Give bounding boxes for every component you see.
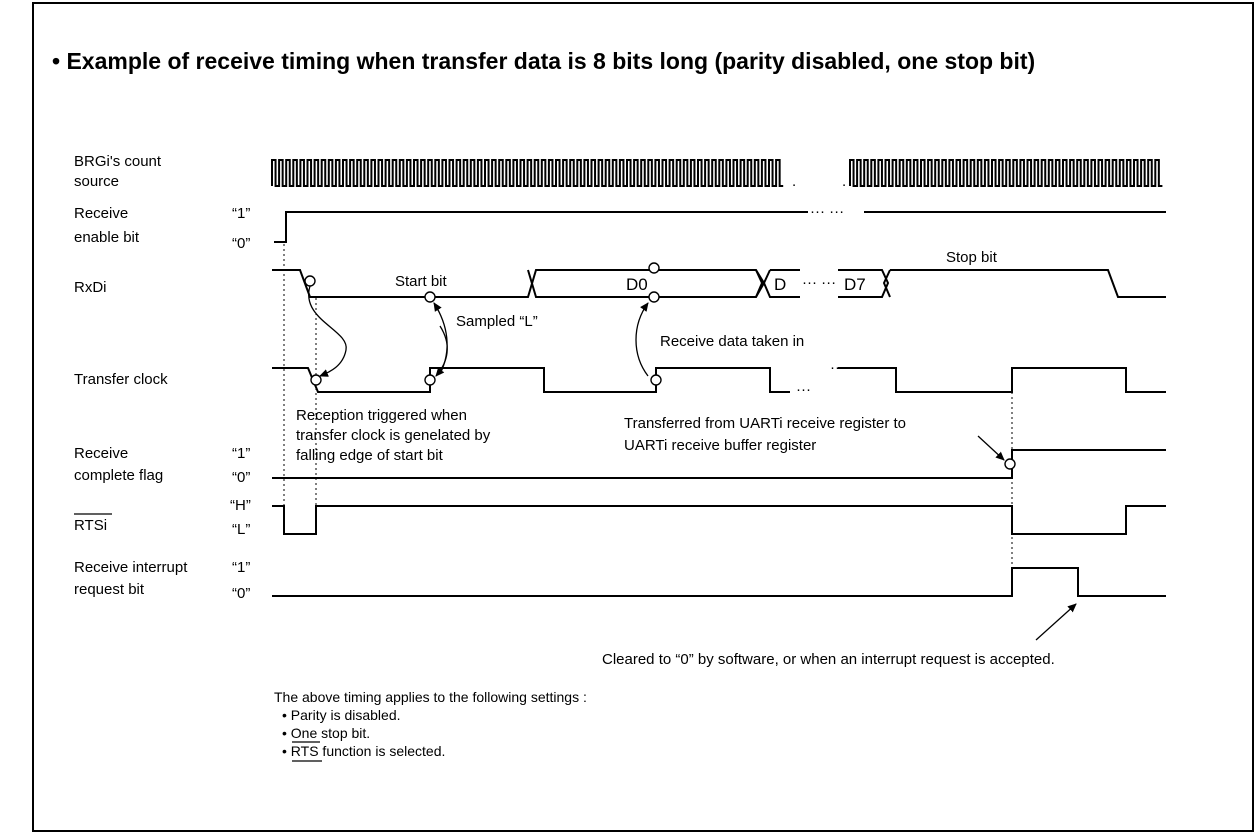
brg-label-line1: BRGi's count: [74, 153, 162, 170]
rts-level-l: “L”: [232, 521, 250, 538]
timing-diagram: BRGi's count source Receive enable bit R…: [74, 153, 1166, 762]
rts-waveform: [272, 505, 1166, 535]
sampled-l-arrow-down: [435, 325, 448, 377]
settings-item-rts: • RTS function is selected.: [282, 743, 445, 759]
rcf-level-1: “1”: [232, 445, 250, 462]
trigger-arrow: [308, 285, 347, 377]
transfer-clock-waveform: [272, 367, 1166, 393]
re-break-dots: ··· ···: [810, 203, 844, 220]
d0-label: D0: [626, 275, 648, 294]
brg-wave-segment-1: [271, 159, 784, 187]
interrupt-request-label-line1: Receive interrupt: [74, 559, 188, 576]
sampled-l-annotation: Sampled “L”: [456, 313, 538, 330]
brg-break-dots-right: .: [842, 173, 846, 190]
data-taken-arrow: [635, 302, 649, 377]
brg-label-line2: source: [74, 173, 119, 190]
settings-header: The above timing applies to the followin…: [274, 689, 587, 705]
transferred-arrow: [977, 435, 1005, 461]
sample-circle-rxd-start: [304, 275, 316, 287]
interrupt-request-label-line2: request bit: [74, 581, 145, 598]
sample-circle-d0-top: [648, 262, 660, 274]
brg-break-dots-left: .: [792, 173, 796, 190]
re-level-0: “0”: [232, 235, 250, 252]
transferred-line2: UARTi receive buffer register: [624, 437, 816, 454]
receive-enable-waveform: [274, 211, 1166, 243]
reception-triggered-line3: falling edge of start bit: [296, 447, 444, 464]
tclk-break-dots-2: ···: [830, 359, 845, 376]
diagram-title: • Example of receive timing when transfe…: [52, 48, 1036, 74]
cleared-arrow: [1035, 603, 1077, 641]
stop-bit-label: Stop bit: [946, 249, 998, 266]
sample-circle-clk-l: [424, 374, 436, 386]
transfer-clock-label: Transfer clock: [74, 371, 168, 388]
rts-label: RTSi: [74, 517, 107, 534]
reception-triggered-line1: Reception triggered when: [296, 407, 467, 424]
rxdi-d1-cell: [755, 269, 800, 298]
rir-level-1: “1”: [232, 559, 250, 576]
interrupt-request-waveform: [272, 567, 1166, 597]
rxdi-waveform: [272, 269, 764, 298]
tclk-break-dots: ···: [796, 381, 811, 398]
sample-circle-clk-d0: [650, 374, 662, 386]
sample-circle-rxd-l: [424, 291, 436, 303]
rir-level-0: “0”: [232, 585, 250, 602]
d1-label: D: [774, 275, 786, 294]
d7-label: D7: [844, 275, 866, 294]
sample-circle-flag: [1004, 458, 1016, 470]
transferred-line1: Transferred from UARTi receive register …: [624, 415, 906, 432]
rts-level-h: “H”: [230, 497, 251, 514]
brg-wave-segment-2: [849, 159, 1163, 187]
re-level-1: “1”: [232, 205, 250, 222]
sample-circle-d0-bottom: [648, 291, 660, 303]
rxdi-label: RxDi: [74, 279, 107, 296]
settings-item-parity: • Parity is disabled.: [282, 707, 401, 723]
receive-complete-label-line2: complete flag: [74, 467, 163, 484]
rxdi-d7-cell: [838, 269, 1166, 298]
receive-data-taken-annotation: Receive data taken in: [660, 333, 804, 350]
brg-clock-waveform: [271, 159, 1163, 187]
start-bit-label: Start bit: [395, 273, 448, 290]
rcf-level-0: “0”: [232, 469, 250, 486]
receive-enable-label-line1: Receive: [74, 205, 128, 222]
cleared-annotation: Cleared to “0” by software, or when an i…: [602, 651, 1055, 668]
receive-enable-label-line2: enable bit: [74, 229, 140, 246]
sample-circle-clk-start: [310, 374, 322, 386]
reception-triggered-line2: transfer clock is genelated by: [296, 427, 491, 444]
receive-complete-label-line1: Receive: [74, 445, 128, 462]
rxdi-break-dots: ··· ···: [802, 274, 836, 291]
settings-item-stop-bit: • One stop bit.: [282, 725, 370, 741]
